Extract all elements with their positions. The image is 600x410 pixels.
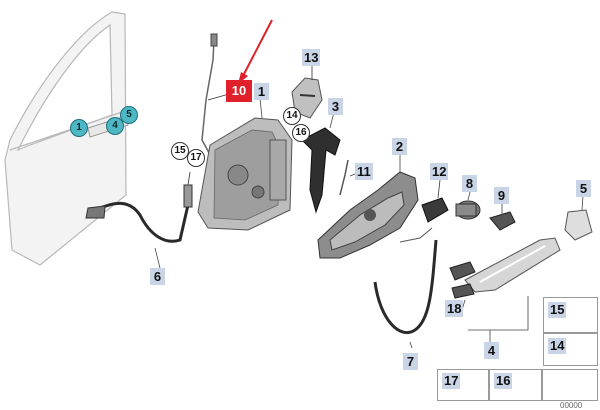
part-label-8[interactable]: 8 — [462, 175, 477, 192]
part-label-18[interactable]: 18 — [445, 300, 464, 317]
legend-box-wedge — [542, 369, 598, 401]
legend-label-15: 15 — [548, 302, 567, 318]
part-label-7[interactable]: 7 — [403, 353, 418, 370]
part-label-2[interactable]: 2 — [392, 138, 407, 155]
handle-carrier-2 — [317, 171, 419, 259]
part-label-5[interactable]: 5 — [576, 180, 591, 197]
door-ref-4: 4 — [106, 117, 124, 135]
highlight-arrow — [238, 19, 273, 84]
door-ref-5: 5 — [120, 106, 138, 124]
part-label-13[interactable]: 13 — [302, 49, 321, 66]
lock-cylinder-8 — [455, 200, 481, 220]
legend-label-16: 16 — [494, 373, 513, 389]
lock-ref-14: 14 — [283, 107, 301, 125]
part-label-12[interactable]: 12 — [430, 163, 449, 180]
part-label-10[interactable]: 10 — [226, 80, 252, 102]
gasket-12 — [421, 179, 449, 223]
legend-label-17: 17 — [442, 373, 461, 389]
legend-label-14: 14 — [548, 338, 567, 354]
part-label-9[interactable]: 9 — [494, 187, 509, 204]
bracket-3 — [301, 127, 341, 214]
drawing-code: 00000 — [560, 401, 583, 410]
lock-ref-17: 17 — [187, 149, 205, 167]
cable-7 — [373, 227, 438, 334]
door-panel — [4, 11, 127, 266]
part-label-11[interactable]: 11 — [355, 163, 373, 180]
rod-11 — [339, 159, 349, 196]
lock-unit-1 — [197, 117, 293, 231]
lock-ref-16: 16 — [292, 124, 310, 142]
part-label-3[interactable]: 3 — [328, 98, 343, 115]
part-label-4[interactable]: 4 — [484, 342, 499, 359]
door-handle-4 — [449, 237, 561, 299]
cable-6 — [85, 171, 193, 243]
part-label-6[interactable]: 6 — [150, 268, 165, 285]
handle-cap-5 — [564, 209, 593, 241]
clip-9 — [489, 211, 516, 231]
part-label-1[interactable]: 1 — [254, 83, 269, 100]
door-ref-1: 1 — [70, 119, 88, 137]
